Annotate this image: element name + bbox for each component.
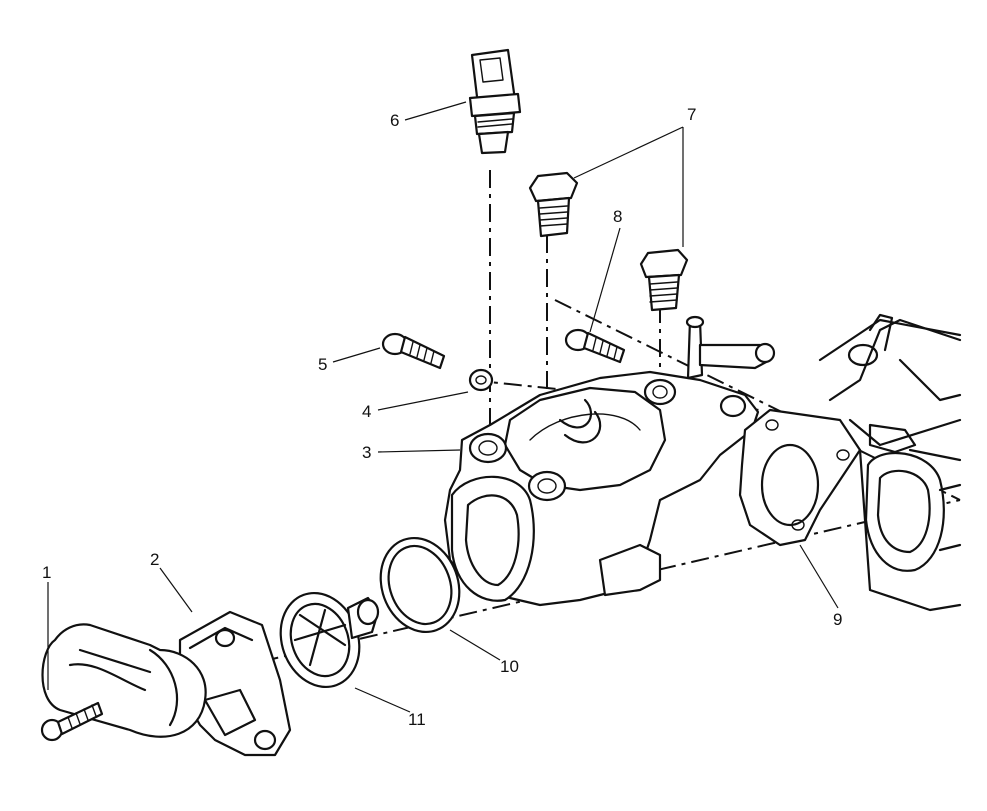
- callout-4: 4: [362, 402, 371, 421]
- thermostat-part-11: [279, 591, 380, 689]
- bolt-part-5: [381, 332, 446, 370]
- callout-1: 1: [42, 563, 51, 582]
- outlet-elbow-part-1: [40, 623, 207, 742]
- gasket-part-9: [738, 408, 862, 547]
- engine-block: [818, 313, 962, 612]
- callout-10: 10: [500, 657, 519, 676]
- callout-8: 8: [613, 207, 622, 226]
- plug-part-7-b: [639, 248, 689, 312]
- washer-part-4: [468, 368, 494, 392]
- leader-lines: [47, 101, 839, 713]
- thermostat-housing-part-2: [178, 610, 292, 757]
- callout-6: 6: [390, 111, 399, 130]
- callout-2: 2: [150, 550, 159, 569]
- housing-part-3: [443, 315, 776, 607]
- callout-5: 5: [318, 355, 327, 374]
- bolt-part-8: [564, 328, 626, 364]
- sensor-part-6: [468, 48, 522, 155]
- callout-11: 11: [408, 710, 426, 729]
- seal-part-10: [379, 536, 461, 634]
- callout-9: 9: [833, 610, 842, 629]
- callout-3: 3: [362, 443, 371, 462]
- callout-7: 7: [687, 105, 696, 124]
- plug-part-7-a: [528, 171, 579, 238]
- callout-labels: 1 2 3 4 5 6 7 8 9 10 11: [42, 105, 842, 729]
